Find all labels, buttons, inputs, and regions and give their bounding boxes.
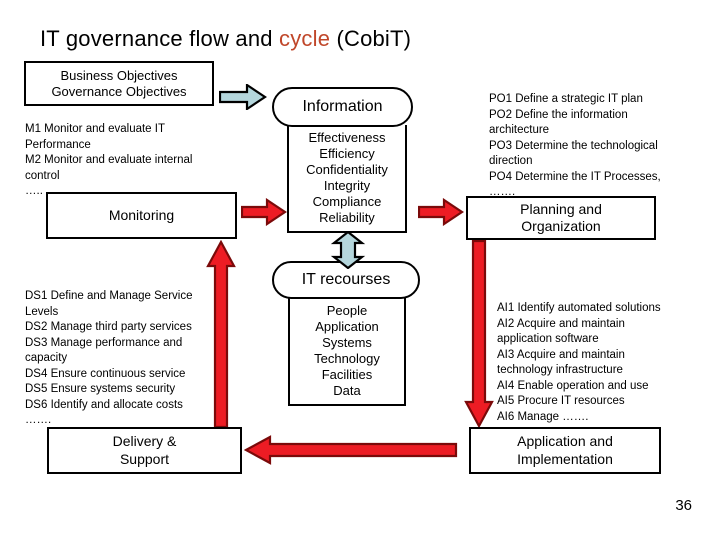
blue-arrow-right-objectives-to-information [218, 82, 267, 112]
information-attribute: Efficiency [319, 146, 375, 162]
information-attribute: Confidentiality [306, 162, 388, 178]
acquire-implement-notes: AI1 Identify automated solutions AI2 Acq… [497, 302, 661, 423]
delivery-support-line-2: Support [119, 450, 170, 467]
red-arrow-left-implementation-to-delivery [243, 434, 458, 466]
information-attributes-box[interactable]: Effectiveness Efficiency Confidentiality… [287, 125, 407, 233]
business-objectives-box[interactable]: Business Objectives Governance Objective… [24, 61, 214, 106]
monitoring-box-label: Monitoring [108, 206, 175, 223]
page-title: IT governance flow and cycle (CobiT) [40, 26, 411, 52]
red-arrow-right-monitoring-to-information [240, 197, 287, 227]
planning-organization-line-1: Planning and [520, 200, 602, 217]
it-recourses-attribute: People [326, 303, 368, 319]
it-recourses-attributes-box[interactable]: People Application Systems Technology Fa… [288, 298, 406, 406]
planning-notes: PO1 Define a strategic IT plan PO2 Defin… [489, 93, 661, 199]
information-header-label: Information [302, 98, 383, 115]
business-objectives-line-2: Governance Objectives [51, 83, 187, 99]
business-objectives-line-1: Business Objectives [60, 67, 178, 83]
delivery-support-box[interactable]: Delivery & Support [47, 427, 242, 474]
application-implementation-line-2: Implementation [517, 450, 613, 467]
planning-organization-box[interactable]: Planning and Organization [466, 196, 656, 240]
blue-double-arrow-information-to-recourses [327, 230, 369, 270]
title-tail-text: (CobiT) [330, 26, 412, 51]
it-recourses-attribute: Systems [322, 335, 372, 351]
application-implementation-line-1: Application and [517, 433, 613, 450]
delivery-support-notes: DS1 Define and Manage Service Levels DS2… [25, 290, 193, 427]
it-recourses-attribute: Technology [314, 351, 380, 366]
information-attribute: Integrity [323, 178, 371, 193]
planning-organization-line-2: Organization [521, 218, 601, 234]
monitoring-box[interactable]: Monitoring [46, 192, 237, 239]
red-arrow-up-delivery-to-monitoring [206, 239, 236, 429]
title-main-text: IT governance flow and [40, 26, 280, 51]
red-arrow-right-information-to-planning [417, 197, 464, 227]
information-header-pill[interactable]: Information [272, 87, 413, 127]
it-recourses-attribute: Facilities [321, 366, 373, 382]
page-number: 36 [675, 497, 692, 514]
information-attribute: Reliability [319, 209, 375, 225]
it-recourses-attribute: Data [333, 382, 361, 398]
delivery-support-line-1: Delivery & [112, 433, 177, 450]
red-arrow-down-planning-to-implementation [464, 239, 494, 429]
application-implementation-box[interactable]: Application and Implementation [469, 427, 661, 474]
information-attribute: Effectiveness [308, 130, 386, 146]
it-recourses-header-label: IT recourses [301, 271, 391, 288]
monitoring-notes: M1 Monitor and evaluate IT Performance M… [25, 123, 193, 198]
title-accent-text: cycle [279, 26, 331, 51]
information-attribute: Compliance [312, 193, 382, 209]
it-recourses-attribute: Application [315, 319, 379, 335]
